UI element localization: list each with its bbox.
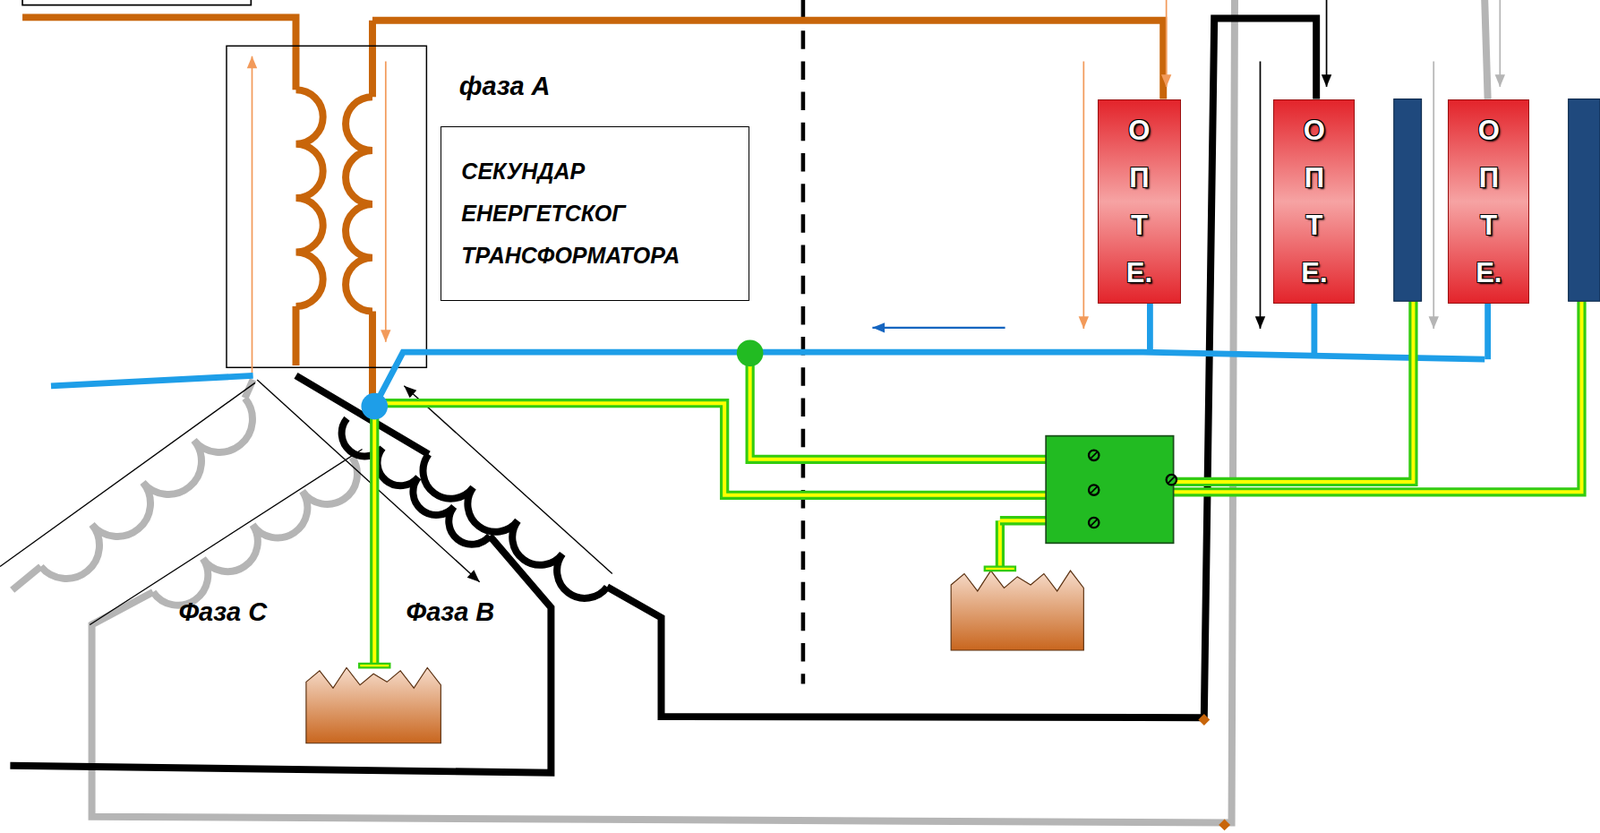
consumer-label: О П Т Е.	[1300, 106, 1327, 297]
current-arrow	[872, 326, 1005, 329]
current-arrow	[1326, 0, 1328, 87]
ground-electrode	[983, 564, 1017, 572]
consumer-box: О П Т Е.	[1097, 99, 1181, 304]
current-arrow	[1432, 60, 1435, 329]
terminal-screw	[1090, 487, 1097, 494]
phase-b-wire	[9, 535, 551, 772]
phase-a-wire	[292, 306, 300, 366]
phase-c-wire	[1484, 0, 1488, 100]
arrow-head	[1255, 316, 1266, 329]
protective-earth-wire	[1173, 300, 1414, 482]
ground-electrode	[359, 664, 389, 667]
arrow-head	[872, 322, 885, 333]
protective-earth-wire	[369, 406, 379, 666]
consumer-box: О П Т Е.	[1273, 99, 1355, 304]
current-arrow	[403, 385, 612, 574]
arrow-head	[247, 56, 257, 69]
arrow-head	[1428, 316, 1439, 329]
arrow-head	[467, 569, 480, 582]
transformer-outline	[226, 45, 427, 368]
winding-coil	[153, 457, 358, 606]
protective-earth-wire	[1173, 300, 1583, 492]
protective-earth-wire	[1173, 300, 1414, 482]
ground-electrode	[985, 567, 1015, 570]
terminal-screw	[1166, 474, 1177, 485]
earth-ground	[306, 667, 441, 743]
protective-earth-wire	[1000, 515, 1046, 525]
arrow-head	[1495, 74, 1506, 87]
phase-label: Фаза B	[406, 597, 496, 627]
arrow-head	[1078, 316, 1089, 329]
neutral-wire	[1310, 300, 1318, 357]
phase-a-wire	[368, 20, 377, 97]
neutral-wire	[51, 375, 254, 386]
terminal-screw	[1090, 519, 1097, 526]
protective-earth-wire	[750, 351, 1047, 460]
terminal-screw	[1088, 450, 1099, 461]
terminal-screw	[1088, 517, 1099, 528]
winding-coil	[41, 397, 253, 578]
phase-a-wire	[22, 17, 296, 90]
junction-mark	[1197, 713, 1210, 726]
phase-label: фаза А	[459, 71, 551, 102]
current-arrow	[256, 379, 480, 582]
caption-box: СЕКУНДАР ЕНЕРГЕТСКОГ ТРАНСФОРМАТОРА	[440, 126, 749, 301]
earth-terminal-box	[1045, 436, 1173, 544]
current-arrow	[385, 60, 387, 342]
current-arrow	[1082, 60, 1085, 329]
protective-earth-wire	[377, 402, 1046, 496]
protective-bar	[1568, 99, 1600, 302]
current-arrow	[1165, 0, 1168, 87]
neutral-wire	[374, 351, 1485, 406]
boundary-line	[801, 0, 806, 685]
ground-electrode	[358, 662, 391, 669]
pen-split-point	[736, 340, 764, 368]
phase-label: Фаза C	[178, 597, 267, 627]
frame-box	[22, 0, 251, 6]
protective-bar	[1394, 99, 1422, 302]
consumer-label: О П Т Е.	[1475, 106, 1502, 297]
earth-ground	[950, 570, 1084, 651]
junction-mark	[1218, 818, 1231, 830]
winding-outline	[0, 382, 256, 566]
phase-b-wire	[296, 375, 429, 454]
arrow-head	[1161, 74, 1172, 87]
terminal-screw	[1088, 484, 1099, 495]
phase-a-wire	[368, 311, 377, 401]
protective-earth-wire	[998, 520, 1002, 569]
protective-earth-wire	[377, 402, 1046, 496]
phase-b-wire	[607, 18, 1317, 719]
terminal-screw	[1090, 452, 1097, 459]
protective-earth-wire	[372, 406, 377, 666]
winding-coil	[345, 96, 373, 311]
neutral-wire	[1146, 300, 1154, 354]
consumer-box: О П Т Е.	[1447, 99, 1530, 304]
protective-earth-wire	[995, 520, 1005, 569]
current-arrow	[1259, 60, 1262, 329]
winding-coil	[342, 418, 490, 544]
current-arrow	[251, 56, 254, 373]
arrow-head	[380, 329, 391, 343]
star-point	[360, 393, 388, 420]
winding-coil	[296, 89, 324, 307]
protective-earth-wire	[750, 351, 1047, 460]
arrow-head	[1321, 74, 1332, 87]
caption-text: СЕКУНДАР ЕНЕРГЕТСКОГ ТРАНСФОРМАТОРА	[461, 150, 680, 277]
neutral-wire	[1484, 300, 1491, 360]
current-arrow	[1498, 0, 1501, 87]
terminal-screw	[1168, 476, 1175, 483]
arrow-head	[403, 385, 417, 398]
consumer-label: О П Т Е.	[1126, 106, 1153, 297]
protective-earth-wire	[1173, 300, 1583, 492]
protective-earth-wire	[1000, 518, 1046, 522]
phase-c-wire	[12, 566, 42, 591]
